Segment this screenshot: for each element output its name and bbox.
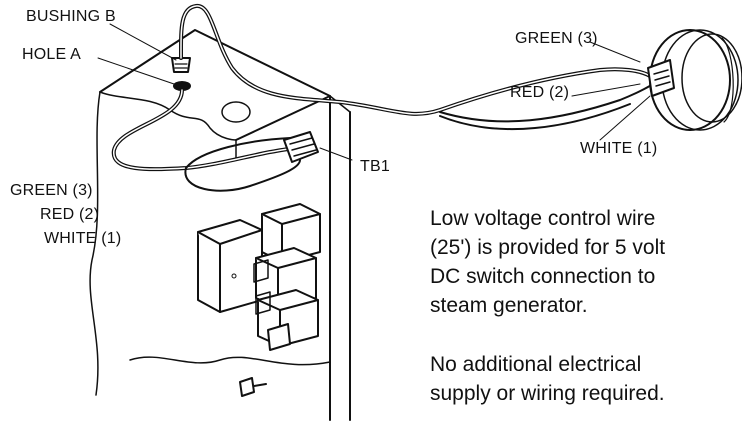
knockout-hole [221, 101, 251, 123]
note-line: steam generator. [430, 294, 588, 317]
inner-cable [111, 88, 302, 172]
enclosure-top [99, 29, 331, 141]
relay-bank [197, 203, 321, 351]
leader-red [571, 83, 641, 97]
hole-a-label: HOLE A [22, 46, 82, 63]
note-line: supply or wiring required. [430, 382, 665, 405]
red-wire-label-top: RED (2) [510, 84, 570, 101]
bottom-clip [239, 377, 267, 397]
leader-tb1 [319, 147, 353, 161]
enclosure-left-edge [89, 91, 101, 396]
note-no-additional: No additional electrical supply or wirin… [430, 350, 742, 408]
leader-green [589, 41, 641, 63]
leader-bushing [109, 23, 177, 61]
note-line: DC switch connection to [430, 265, 656, 288]
green-wire-label-left: GREEN (3) [10, 182, 93, 199]
note-line: No additional electrical [430, 353, 642, 376]
panel-cut-edge [99, 91, 237, 141]
inner-wire-loop [184, 159, 301, 192]
switch-wires [439, 79, 661, 123]
leader-white [599, 95, 651, 141]
green-wire-label-top: GREEN (3) [515, 30, 598, 47]
white-wire-label-left: WHITE (1) [44, 230, 122, 247]
bushing-b-shape [171, 57, 191, 73]
red-wire-label-left: RED (2) [40, 206, 100, 223]
bushing-b-label: BUSHING B [26, 8, 116, 25]
control-cable [178, 4, 652, 116]
note-line: (25') is provided for 5 volt [430, 236, 666, 259]
white-wire-label-top: WHITE (1) [580, 140, 658, 157]
note-low-voltage: Low voltage control wire (25') is provid… [430, 204, 742, 320]
tb1-label: TB1 [360, 158, 390, 175]
note-line: Low voltage control wire [430, 207, 656, 230]
leader-hole [97, 57, 175, 85]
